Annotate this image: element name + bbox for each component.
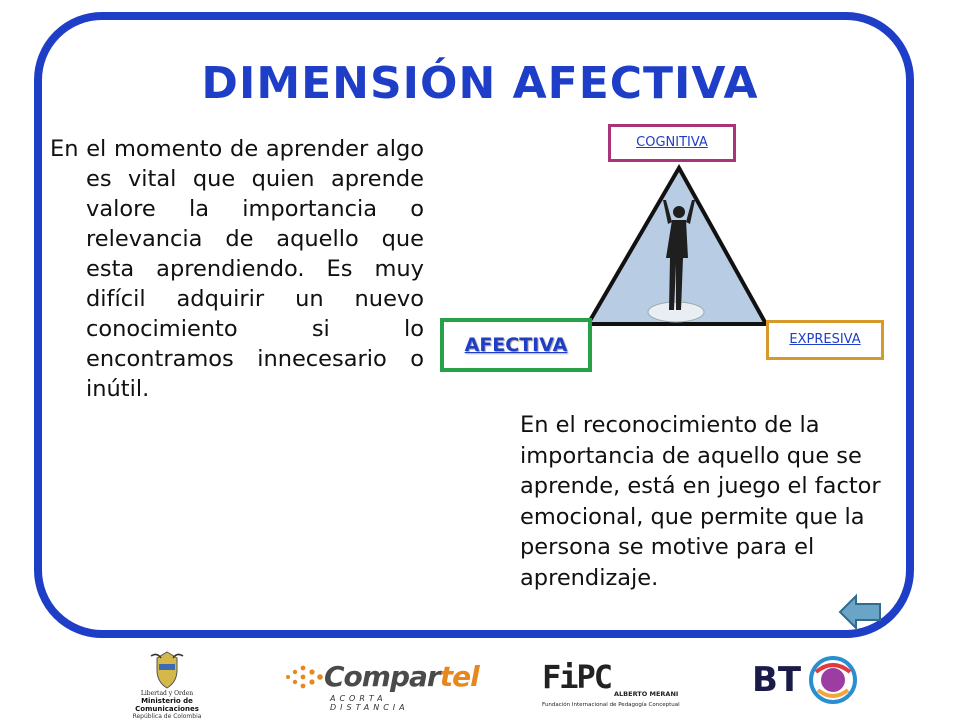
coat-of-arms-icon — [150, 651, 184, 689]
compartel-part1: Compar — [324, 660, 441, 693]
left-paragraph: En el momento de aprender algo es vital … — [50, 136, 424, 402]
compartel-tagline: ACORTA DISTANCIA — [330, 694, 409, 712]
footer-logos: Libertad y Orden Ministerio de Comunicac… — [0, 648, 960, 720]
bt-logo: BT — [752, 648, 862, 720]
expresiva-link[interactable]: EXPRESIVA — [766, 320, 884, 360]
right-paragraph: En el reconocimiento de la importancia d… — [520, 412, 881, 591]
bt-globe-icon — [809, 656, 857, 704]
dots-icon — [286, 665, 323, 689]
fipc-subtitle: Fundación Internacional de Pedagogía Con… — [542, 702, 680, 708]
cognitiva-link[interactable]: COGNITIVA — [608, 124, 736, 162]
compartel-wordmark: Compartel — [324, 660, 480, 693]
triangle-diagram — [584, 163, 770, 326]
fipc-name: ALBERTO MERANI — [614, 690, 679, 698]
page-title: DIMENSIÓN AFECTIVA — [201, 58, 759, 109]
fipc-letters: FiPC — [542, 658, 613, 696]
compartel-part2: tel — [439, 660, 480, 693]
mincom-logo: Libertad y Orden Ministerio de Comunicac… — [118, 648, 216, 720]
mincom-line1: Libertad y Orden — [140, 690, 194, 697]
person-figure-icon — [663, 200, 695, 310]
mincom-line3: República de Colombia — [132, 713, 202, 720]
afectiva-link[interactable]: AFECTIVA — [440, 318, 592, 372]
back-arrow-icon[interactable] — [838, 592, 882, 632]
mincom-line2: Ministerio de Comunicaciones — [135, 697, 199, 713]
bt-letters: BT — [752, 660, 802, 700]
fipc-logo: FiPC ALBERTO MERANI Fundación Internacio… — [540, 648, 690, 720]
compartel-logo: Compartel ACORTA DISTANCIA — [280, 648, 480, 720]
